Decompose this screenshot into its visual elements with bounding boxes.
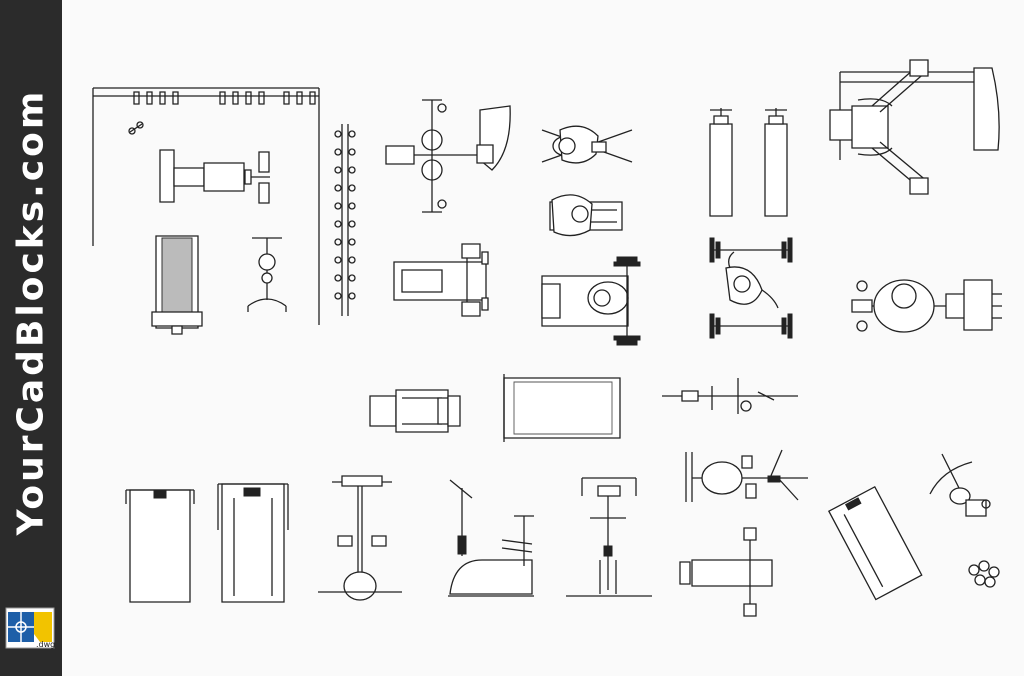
weight-plates-pile xyxy=(969,561,999,587)
chest-press-with-user xyxy=(852,280,1002,332)
multi-station-machine xyxy=(386,100,510,212)
bench-with-barbell xyxy=(680,528,772,616)
treadmill-1 xyxy=(126,490,194,602)
incline-bench xyxy=(152,236,202,334)
cable-station-small xyxy=(248,238,286,312)
leg-press-machine xyxy=(394,244,488,316)
barbell-lunge-with-user xyxy=(710,238,792,338)
dumbbell-rack xyxy=(335,124,355,316)
dwg-file-icon xyxy=(5,607,55,649)
flat-bench-barbell xyxy=(160,150,270,203)
treadmill-horizontal xyxy=(504,374,620,442)
abdominal-machine xyxy=(930,454,990,516)
angled-treadmill xyxy=(829,487,922,600)
small-dumbbell-icon xyxy=(129,122,143,134)
stationary-bike-front-view xyxy=(566,478,652,596)
wall-rack-enclosure xyxy=(93,88,319,325)
elliptical-trainer xyxy=(318,476,402,600)
upright-weight-pads xyxy=(710,108,787,216)
gym-equipment-drawing xyxy=(62,0,1024,676)
upright-exercise-bike xyxy=(448,480,534,596)
dwg-label: .dwg xyxy=(36,640,56,649)
exercise-bike-top-view xyxy=(662,378,798,414)
site-name[interactable]: YourCadBlocks.com xyxy=(10,88,52,536)
seated-row-machine xyxy=(370,390,460,432)
pec-deck-machine xyxy=(686,450,808,502)
angled-press-machine xyxy=(830,60,999,194)
brand-sidebar: YourCadBlocks.com .dwg xyxy=(0,0,62,676)
crossed-bar-station-with-user xyxy=(542,126,632,163)
treadmill-2 xyxy=(218,484,288,602)
row-bench-with-user xyxy=(550,195,622,236)
bench-press-with-user xyxy=(542,257,640,345)
